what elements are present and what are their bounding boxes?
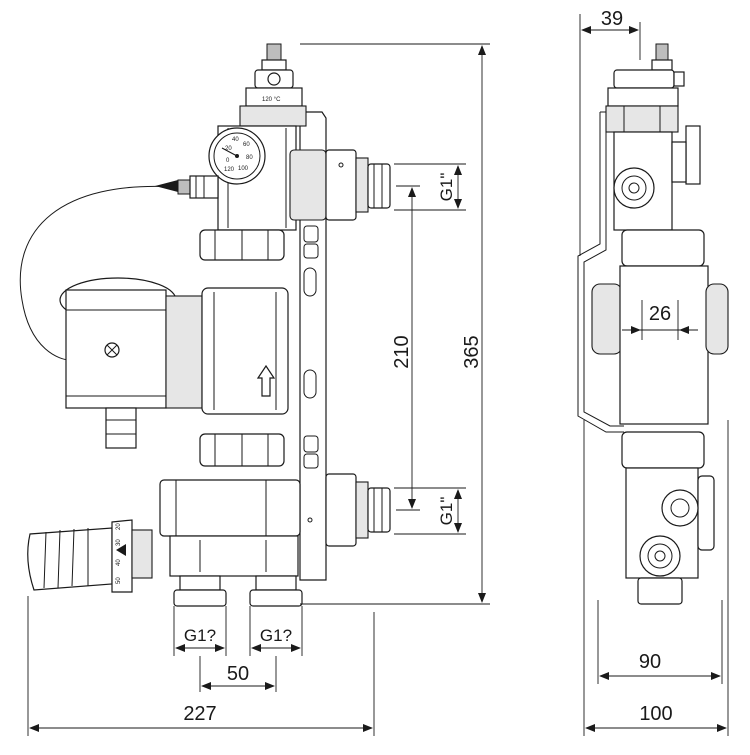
side-lower-body <box>625 467 715 605</box>
dim-connection-spacing: 210 <box>391 335 413 368</box>
sensor-probe <box>155 175 219 199</box>
dim-bottom-spacing: 50 <box>227 663 249 685</box>
side-pump-body <box>591 265 729 425</box>
knob-mark-20: 20 <box>116 523 122 530</box>
thermometer: 0 20 40 60 80 100 120 <box>208 127 266 185</box>
dim-bottom-thread-right: G1? <box>260 626 292 645</box>
side-upper-body <box>613 125 701 231</box>
knob-mark-40: 40 <box>116 559 122 566</box>
thermometer-mark-0: 0 <box>226 158 230 164</box>
lower-union-nut <box>199 433 285 467</box>
vent-temperature-label: 120 °C <box>262 97 281 103</box>
side-lower-union <box>621 431 705 469</box>
dim-overall-width: 227 <box>183 703 216 725</box>
bottom-connections <box>173 575 303 607</box>
knob-mark-30: 30 <box>116 539 122 546</box>
thermometer-mark-120: 120 <box>224 167 235 173</box>
dim-thread-lower: G1" <box>437 497 456 526</box>
thermometer-mark-100: 100 <box>238 166 249 172</box>
upper-outlet-fitting <box>325 149 391 221</box>
thermostatic-knob: 20 30 40 50 <box>27 519 153 593</box>
thermometer-mark-60: 60 <box>243 142 250 148</box>
thermometer-mark-40: 40 <box>232 137 239 143</box>
thermometer-mark-80: 80 <box>246 155 253 161</box>
lower-valve-body <box>159 479 301 577</box>
knob-mark-50: 50 <box>116 577 122 584</box>
dim-overall-height: 365 <box>461 335 483 368</box>
front-view: 120 °C 0 20 40 60 80 100 120 <box>19 43 490 736</box>
lower-outlet-fitting <box>325 473 391 547</box>
capillary-tube <box>19 185 177 361</box>
front-dimensions: 365 210 G1" G1" G1? G1? <box>27 43 490 736</box>
dim-thread-upper: G1" <box>437 173 456 202</box>
dim-bottom-thread-left: G1? <box>184 626 216 645</box>
upper-union-nut <box>199 229 285 261</box>
air-vent: 120 °C <box>239 43 307 127</box>
thermometer-mark-20: 20 <box>225 146 232 152</box>
dim-depth-inner: 90 <box>639 651 661 673</box>
side-upper-union <box>621 229 705 267</box>
dim-top-offset: 39 <box>601 8 623 30</box>
dim-pump-offset: 26 <box>649 303 671 325</box>
side-view: 39 26 90 100 <box>577 8 729 736</box>
side-dimensions: 39 26 90 100 <box>579 8 729 736</box>
circulation-pump <box>59 277 289 449</box>
dim-depth-overall: 100 <box>639 703 672 725</box>
side-air-vent <box>605 43 685 133</box>
